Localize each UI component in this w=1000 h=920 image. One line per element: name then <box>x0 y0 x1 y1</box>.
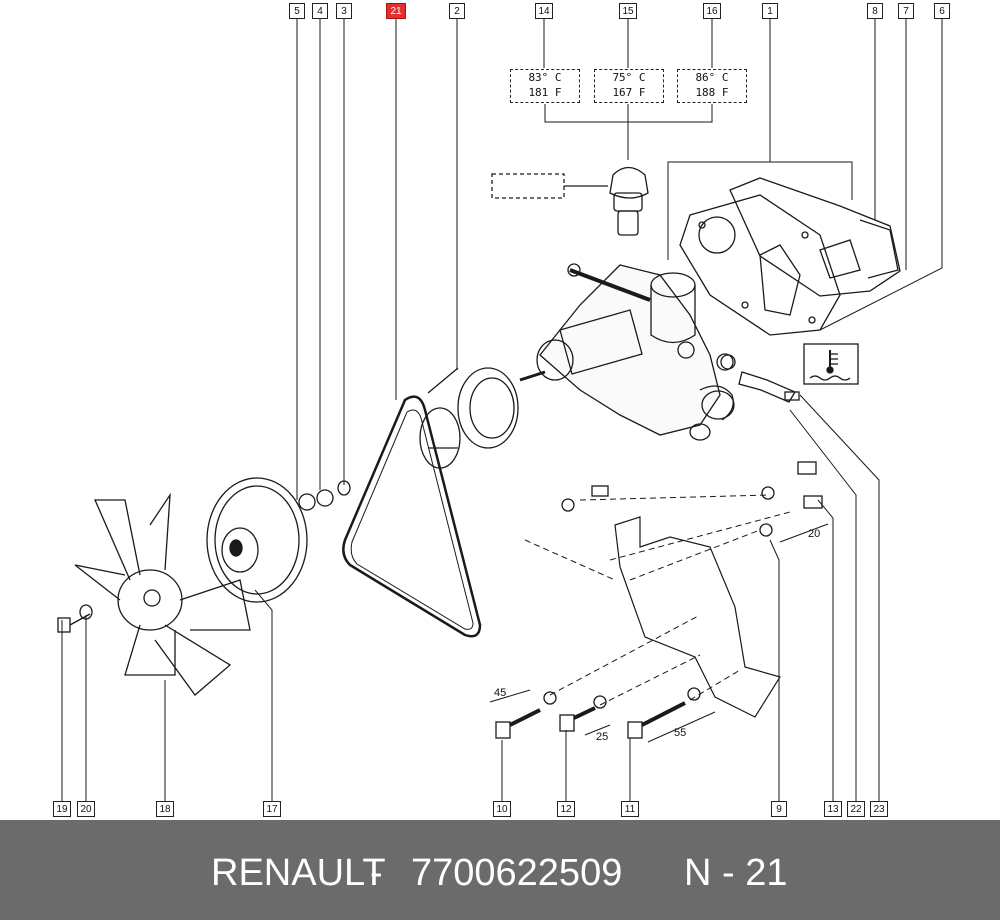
diagram-reference: N - 21 <box>684 852 788 894</box>
rating-fahrenheit: 181 F <box>528 86 562 99</box>
part-number: 7700622509 <box>411 852 623 894</box>
thermostat-drawing <box>491 166 649 236</box>
callout-20[interactable]: 20 <box>77 801 95 817</box>
callout-17[interactable]: 17 <box>263 801 281 817</box>
v-belt-drawing <box>342 395 482 638</box>
crank-pulley-drawing <box>206 477 308 603</box>
callout-23[interactable]: 23 <box>870 801 888 817</box>
callout-10[interactable]: 10 <box>493 801 511 817</box>
thermostat-rating-16: 86° C 188 F <box>677 69 747 103</box>
callout-18[interactable]: 18 <box>156 801 174 817</box>
dimension-25: 25 <box>596 731 609 743</box>
pump-gasket-drawing <box>679 194 841 336</box>
callout-4[interactable]: 4 <box>312 3 328 19</box>
thermostat-rating-14: 83° C 181 F <box>510 69 580 103</box>
callout-12[interactable]: 12 <box>557 801 575 817</box>
callout-15[interactable]: 15 <box>619 3 637 19</box>
callout-1[interactable]: 1 <box>762 3 778 19</box>
thermostat-rating-15: 75° C 167 F <box>594 69 664 103</box>
bracket-plate-outline <box>614 516 781 718</box>
dimension-55: 55 <box>674 727 687 739</box>
footer-separator: - <box>370 852 383 894</box>
leader-lines <box>61 19 943 802</box>
pump-pulley-drawing <box>419 367 519 469</box>
callout-6[interactable]: 6 <box>934 3 950 19</box>
rating-celsius: 75° C <box>612 71 646 84</box>
water-pump-drawing <box>519 263 736 441</box>
callout-22[interactable]: 22 <box>847 801 865 817</box>
callout-14[interactable]: 14 <box>535 3 553 19</box>
dimension-45: 45 <box>494 687 507 699</box>
rating-fahrenheit: 188 F <box>695 86 729 99</box>
cooling-fan-drawing <box>74 492 251 696</box>
rating-fahrenheit: 167 F <box>612 86 646 99</box>
fan-bolt-drawing <box>57 604 93 633</box>
coolant-temp-sensor-drawing <box>716 353 800 403</box>
rating-celsius: 86° C <box>695 71 729 84</box>
callout-11[interactable]: 11 <box>621 801 639 817</box>
coolant-temperature-symbol <box>803 343 859 385</box>
exploded-view-diagram <box>57 19 943 802</box>
pump-cover-drawing <box>729 177 901 297</box>
callout-13[interactable]: 13 <box>824 801 842 817</box>
callout-19[interactable]: 19 <box>53 801 71 817</box>
dimension-lines <box>489 523 829 743</box>
callout-8[interactable]: 8 <box>867 3 883 19</box>
rating-celsius: 83° C <box>528 71 562 84</box>
bracket-plate-drawing <box>524 494 791 706</box>
brand-name: RENAULT <box>211 852 386 894</box>
callout-21-highlighted[interactable]: 21 <box>386 3 406 19</box>
callout-3[interactable]: 3 <box>336 3 352 19</box>
callout-9[interactable]: 9 <box>771 801 787 817</box>
callout-16[interactable]: 16 <box>703 3 721 19</box>
callout-7[interactable]: 7 <box>898 3 914 19</box>
callout-5[interactable]: 5 <box>289 3 305 19</box>
callout-2[interactable]: 2 <box>449 3 465 19</box>
part-footer-bar: RENAULT - 7700622509 N - 21 <box>0 820 1000 920</box>
dimension-20: 20 <box>808 528 821 540</box>
bracket-bolts-drawing <box>495 461 823 739</box>
pulley-washers-drawing <box>298 480 351 511</box>
